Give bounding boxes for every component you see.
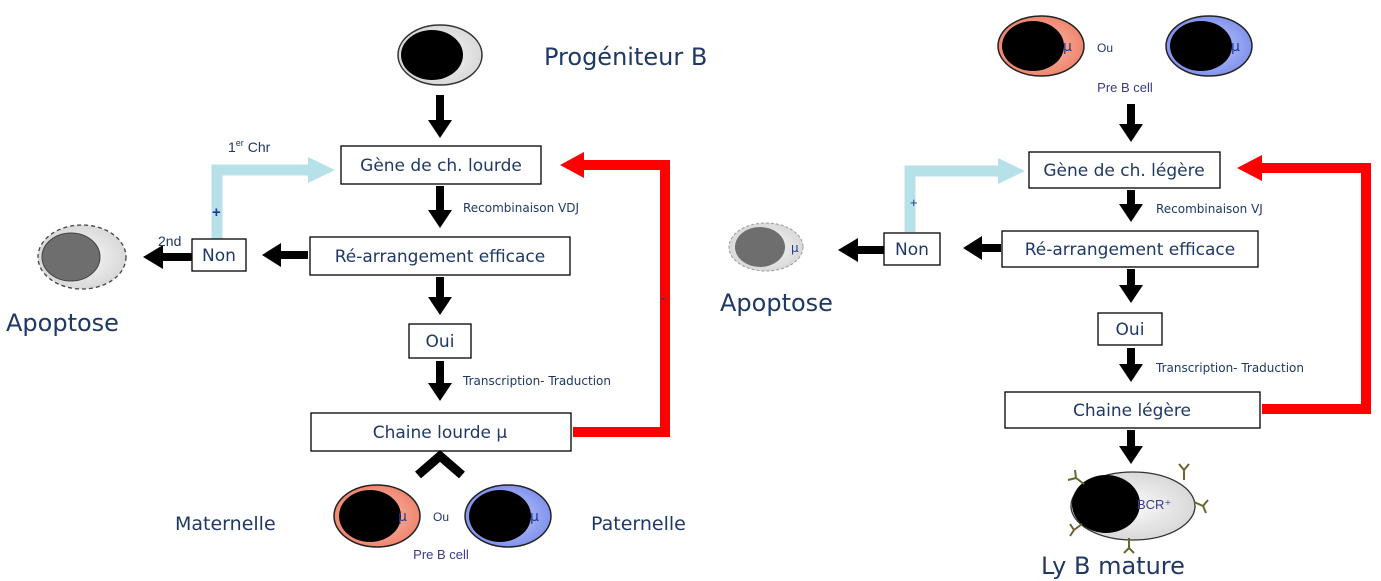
oui-box xyxy=(408,323,472,359)
ou-label-left: Ou xyxy=(433,510,449,524)
non-label: Non xyxy=(202,246,236,266)
plus-sign: + xyxy=(212,204,221,221)
apoptosis-label: Apoptose xyxy=(6,309,119,337)
apoptosis-label-right: Apoptose xyxy=(720,289,833,317)
left-panel: Progéniteur B Gène de ch. lourde Recombi… xyxy=(6,24,707,562)
arrow-progenitor-to-gene xyxy=(428,95,452,138)
arrow-light-gene-to-rearrangement xyxy=(1119,190,1143,222)
light-chain-box xyxy=(1004,391,1261,429)
non-box xyxy=(191,238,247,272)
rearrangement-box-right xyxy=(1001,230,1259,268)
oui-label-right: Oui xyxy=(1116,320,1145,340)
arrow-non-to-apoptosis xyxy=(143,245,192,269)
paternal-pre-b-cell xyxy=(464,484,552,548)
maternal-pre-b-cell-right xyxy=(997,15,1085,77)
progenitor-b-cell xyxy=(397,24,483,86)
non-label-right: Non xyxy=(895,240,929,260)
arrow-chain-to-mature xyxy=(1119,430,1143,464)
arrow-oui-to-chain-right xyxy=(1119,348,1143,382)
heavy-chain-label: Chaine lourde µ xyxy=(373,423,508,443)
minus-sign: - xyxy=(660,290,665,307)
maternal-pre-b-cell xyxy=(333,484,421,548)
maternal-label: Maternelle xyxy=(175,513,276,535)
arrow-preb-to-gene xyxy=(1119,104,1143,142)
alternative-chromosome-path-right xyxy=(904,158,1025,232)
arrow-gene-to-rearrangement xyxy=(428,186,452,228)
arrow-non-to-apoptosis-right xyxy=(838,238,884,262)
bcr-receptors xyxy=(1067,463,1209,554)
right-panel: µ Ou µ Pre B cell Gène de ch. légère Rec… xyxy=(720,15,1371,580)
paternal-mu: µ xyxy=(530,509,539,525)
transcription-label: Transcription- Traduction xyxy=(462,374,611,388)
arrow-oui-to-chain xyxy=(428,361,452,401)
heavy-chain-gene-box xyxy=(340,145,542,185)
apoptotic-cell-right xyxy=(728,222,804,272)
pre-b-cell-label-left: Pre B cell xyxy=(413,547,469,562)
apoptotic-mu-right: µ xyxy=(791,241,799,255)
arrow-rearrangement-to-oui-right xyxy=(1119,269,1143,303)
heavy-chain-gene-label: Gène de ch. lourde xyxy=(360,156,522,176)
recombination-vj-label: Recombinaison VJ xyxy=(1156,202,1263,216)
second-label: 2nd xyxy=(158,233,181,249)
arrow-rearrangement-to-non xyxy=(262,243,308,267)
maternal-mu: µ xyxy=(398,509,407,525)
oui-label: Oui xyxy=(426,332,455,352)
apoptotic-cell xyxy=(37,224,127,290)
light-chain-gene-label: Gène de ch. légère xyxy=(1043,161,1204,181)
paternal-mu-right: µ xyxy=(1231,39,1240,55)
feedback-loop-red xyxy=(560,152,670,437)
rearrangement-box xyxy=(309,236,571,276)
split-arrow xyxy=(415,450,465,479)
maternal-mu-right: µ xyxy=(1063,39,1072,55)
ou-label-right: Ou xyxy=(1097,41,1113,55)
recombination-vdj-label: Recombinaison VDJ xyxy=(463,201,579,215)
mature-b-label: Ly B mature xyxy=(1041,552,1185,580)
mature-b-cell xyxy=(1070,471,1196,541)
alternative-chromosome-path xyxy=(211,157,335,239)
oui-box-right xyxy=(1097,312,1163,346)
pre-b-cell-label-right: Pre B cell xyxy=(1097,80,1153,95)
light-chain-gene-box xyxy=(1028,151,1221,189)
rearrangement-label: Ré-arrangement efficace xyxy=(335,247,546,267)
bcr-label: BCR⁺ xyxy=(1137,497,1171,512)
progenitor-label: Progéniteur B xyxy=(544,43,707,71)
plus-sign-right: + xyxy=(910,195,918,210)
light-chain-label: Chaine légère xyxy=(1073,401,1191,421)
rearrangement-label-right: Ré-arrangement efficace xyxy=(1025,240,1236,260)
feedback-loop-red-right xyxy=(1237,155,1371,414)
paternal-label: Paternelle xyxy=(591,513,686,535)
first-chr-label: 1er Chr xyxy=(228,138,271,155)
transcription-label-right: Transcription- Traduction xyxy=(1155,361,1304,375)
arrow-rearrangement-to-oui xyxy=(428,277,452,315)
paternal-pre-b-cell-right xyxy=(1165,15,1253,77)
arrow-rearrangement-to-non-right xyxy=(963,236,1001,260)
